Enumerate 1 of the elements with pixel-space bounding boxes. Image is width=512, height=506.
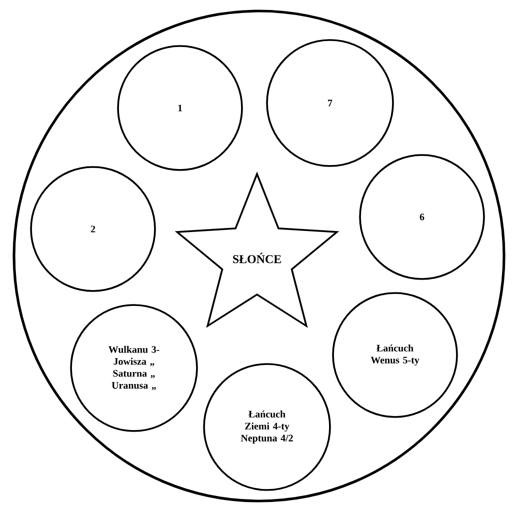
outer-circle — [12, 10, 506, 502]
